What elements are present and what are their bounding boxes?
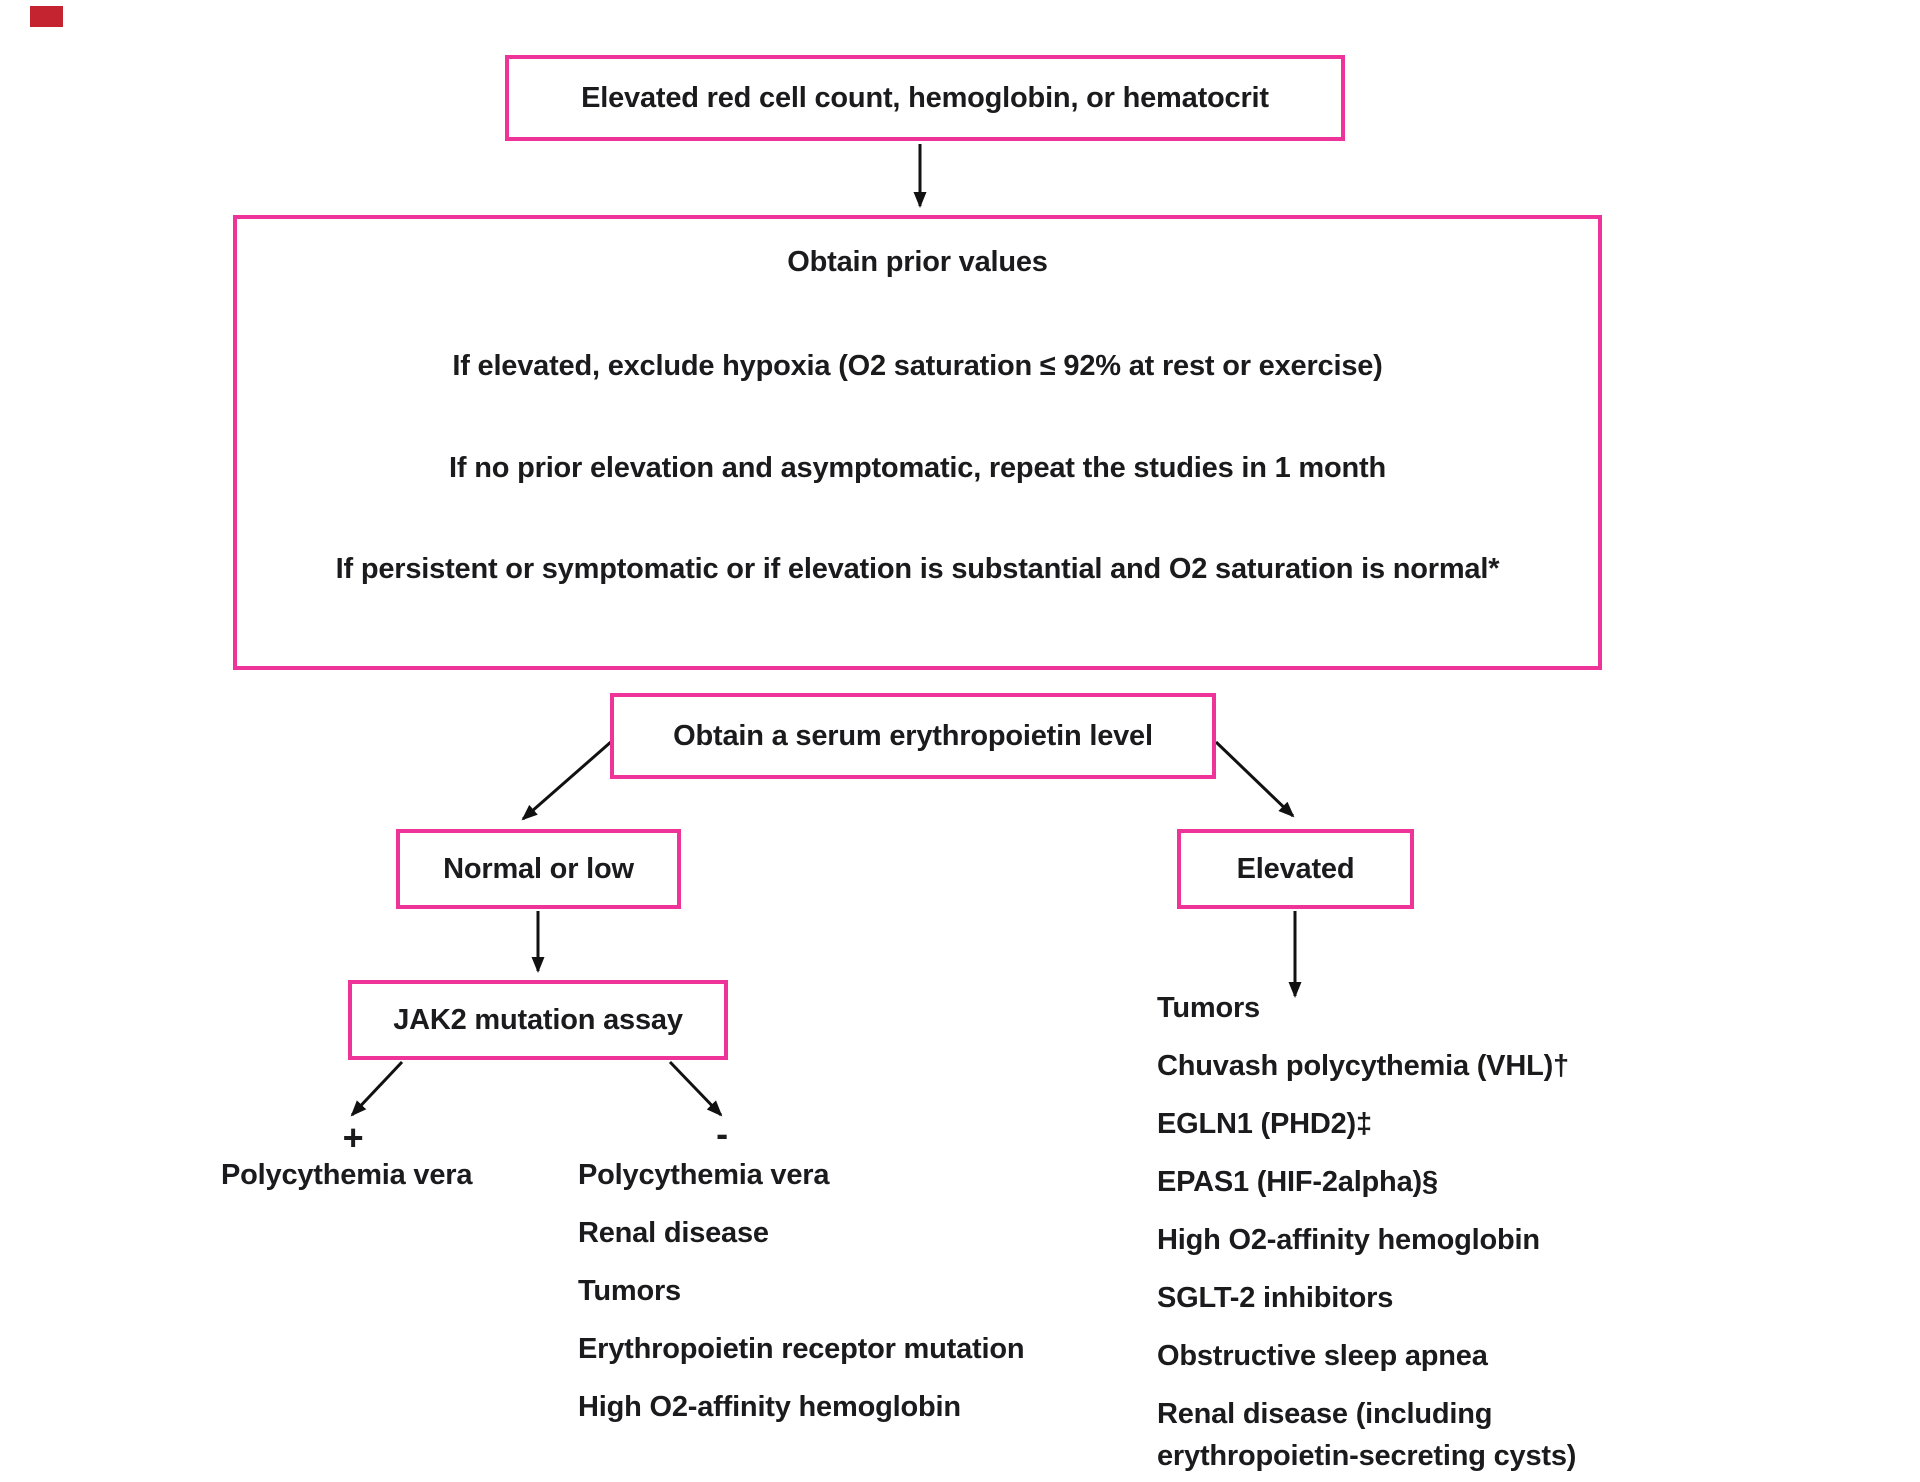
list-item: Chuvash polycythemia (VHL)† bbox=[1157, 1050, 1569, 1082]
jak2-negative-sign: - bbox=[716, 1113, 728, 1154]
node-jak2-assay: JAK2 mutation assay bbox=[348, 980, 728, 1060]
list-item: High O2-affinity hemoglobin bbox=[578, 1391, 961, 1423]
red-mark bbox=[30, 6, 63, 27]
arrow-epo-to-elevated bbox=[1214, 740, 1295, 818]
list-item: EPAS1 (HIF-2alpha)§ bbox=[1157, 1166, 1438, 1198]
arrow-epo-to-normal bbox=[521, 739, 613, 821]
node-epo-level: Obtain a serum erythropoietin level bbox=[610, 693, 1216, 779]
node-start: Elevated red cell count, hemoglobin, or … bbox=[505, 55, 1345, 141]
list-item: Obstructive sleep apnea bbox=[1157, 1340, 1488, 1372]
evaluation-step-3: If no prior elevation and asymptomatic, … bbox=[449, 452, 1386, 484]
list-item: High O2-affinity hemoglobin bbox=[1157, 1224, 1540, 1256]
list-item: EGLN1 (PHD2)‡ bbox=[1157, 1108, 1372, 1140]
node-evaluation: Obtain prior values If elevated, exclude… bbox=[233, 215, 1602, 670]
evaluation-step-2: If elevated, exclude hypoxia (O2 saturat… bbox=[452, 350, 1383, 382]
arrow-jak2-to-negative bbox=[668, 1060, 723, 1117]
node-normal-or-low: Normal or low bbox=[396, 829, 681, 909]
list-item: Polycythemia vera bbox=[578, 1159, 830, 1191]
list-item: Erythropoietin receptor mutation bbox=[578, 1333, 1025, 1365]
arrow-jak2-to-positive bbox=[350, 1060, 404, 1117]
evaluation-step-1: Obtain prior values bbox=[787, 246, 1048, 278]
node-elevated: Elevated bbox=[1177, 829, 1414, 909]
list-item: Renal disease (including erythropoietin-… bbox=[1157, 1398, 1577, 1472]
jak2-positive-results-list: Polycythemia vera bbox=[221, 1146, 641, 1204]
list-item: Polycythemia vera bbox=[221, 1159, 473, 1191]
list-item: Tumors bbox=[578, 1275, 681, 1307]
list-item: SGLT-2 inhibitors bbox=[1157, 1282, 1394, 1314]
evaluation-step-4: If persistent or symptomatic or if eleva… bbox=[335, 553, 1500, 585]
list-item: Renal disease bbox=[578, 1217, 769, 1249]
list-item: Tumors bbox=[1157, 992, 1260, 1024]
jak2-positive-sign: + bbox=[342, 1117, 364, 1158]
